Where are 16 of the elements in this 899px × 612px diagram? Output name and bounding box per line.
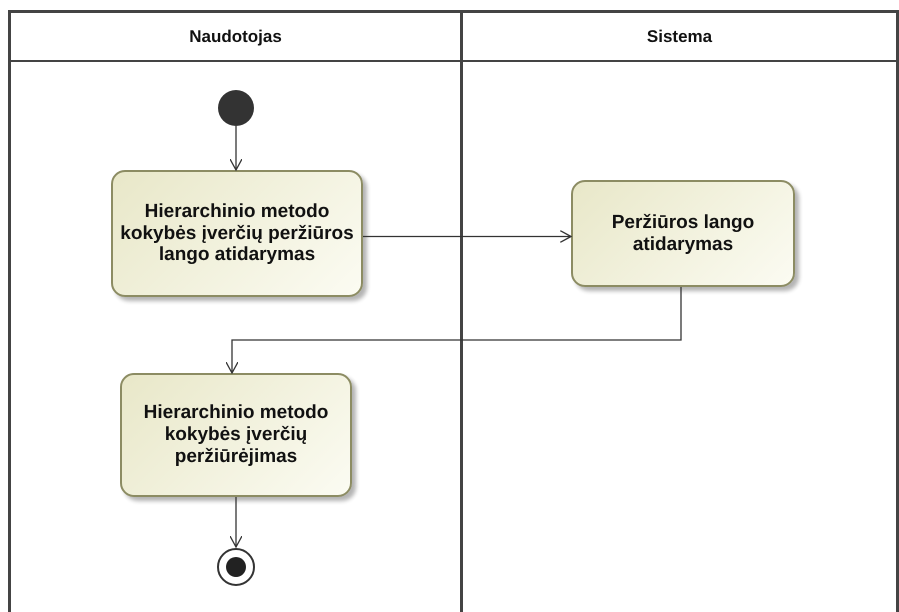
initial-node	[218, 90, 254, 126]
arrow	[225, 287, 682, 374]
action-box	[120, 373, 352, 497]
swimlane	[460, 10, 899, 612]
lane-title: Sistema	[646, 26, 712, 46]
lane-title: Naudotojas	[189, 26, 282, 46]
action-label: Peržiūros lango atidarymas	[610, 212, 756, 256]
action-label: Hierarchinio metodo kokybės įverčių peržiūrėjimas	[142, 402, 330, 468]
swimlane	[8, 10, 463, 612]
arrow	[363, 230, 572, 244]
action-box	[571, 180, 795, 287]
final-node	[216, 547, 256, 587]
action-box	[111, 170, 363, 297]
action-label: Hierarchinio metodo kokybės įverčių peržiūros lango atidarymas	[119, 200, 355, 266]
arrow	[229, 126, 243, 171]
arrow	[229, 497, 243, 548]
